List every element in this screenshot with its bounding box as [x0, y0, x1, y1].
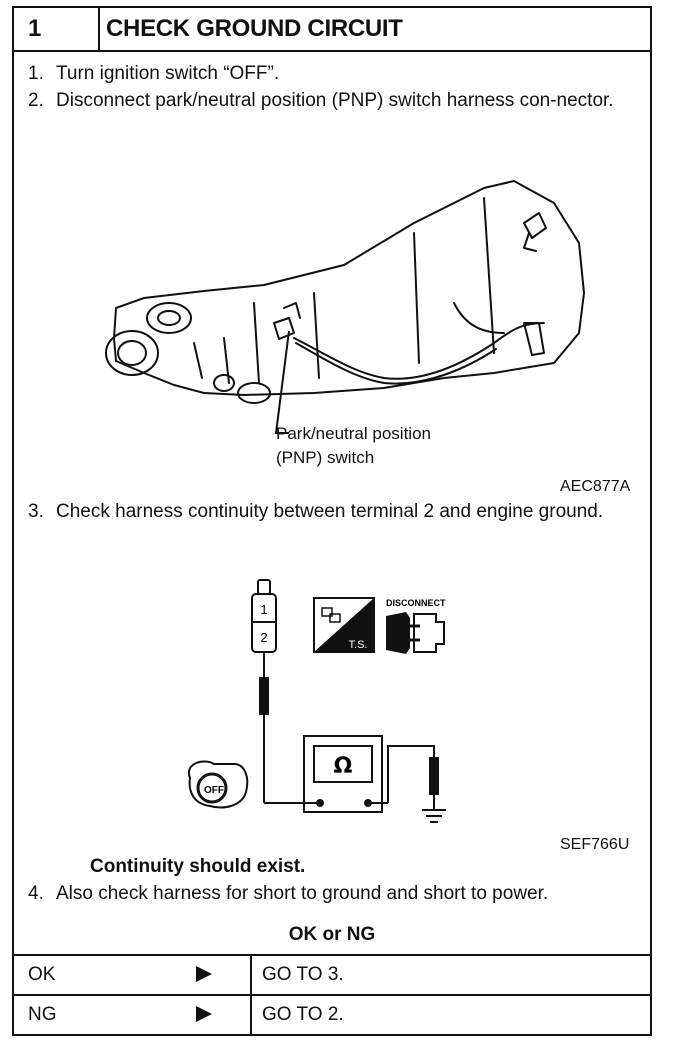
result-ng-key: NG [28, 1004, 57, 1025]
ignition-key-icon [187, 760, 249, 809]
arrow-right-icon [196, 966, 212, 982]
ts-label: T.S. [349, 639, 368, 651]
step-title: CHECK GROUND CIRCUIT [106, 15, 403, 42]
step-2-number: 2. [28, 90, 44, 111]
terminal-2-label: 2 [260, 630, 267, 645]
ohm-symbol: Ω [334, 754, 353, 779]
result-ng-action: GO TO 2. [262, 1004, 344, 1025]
result-row-ng: NG GO TO 2. [14, 994, 650, 1034]
column-divider [250, 956, 252, 994]
step-header: 1 CHECK GROUND CIRCUIT [14, 8, 650, 52]
disconnect-icon [386, 612, 445, 654]
results-header: OK or NG [288, 924, 376, 945]
result-ok-key: OK [28, 964, 56, 985]
ground-icon [422, 809, 446, 823]
step-1-text: Turn ignition switch “OFF”. [56, 63, 280, 84]
step-4-number: 4. [28, 883, 44, 904]
step-2-text: Disconnect park/neutral position (PNP) s… [56, 90, 614, 111]
step-1-number: 1. [28, 63, 44, 84]
disconnect-label: DISCONNECT [386, 598, 446, 608]
step-2: 2. Disconnect park/neutral position (PNP… [28, 87, 638, 114]
figure1-code: AEC877A [560, 478, 631, 495]
arrow-right-icon [196, 1006, 212, 1022]
step-3-number: 3. [28, 501, 44, 522]
procedure-frame: 1 CHECK GROUND CIRCUIT 1. Turn ignition … [12, 6, 652, 1036]
transmission-illustration [105, 180, 585, 434]
terminal-1-label: 1 [260, 602, 267, 617]
pnp-callout-line1: Park/neutral position [276, 424, 431, 443]
column-divider [250, 996, 252, 1034]
result-ok-action: GO TO 3. [262, 964, 344, 985]
continuity-test-diagram: 1 2 T.S. DISCONNECT Ω OFF [187, 579, 446, 823]
step-1: 1. Turn ignition switch “OFF”. [28, 60, 638, 87]
step-4-text: Also check harness for short to ground a… [56, 883, 549, 904]
ohmmeter-icon [303, 735, 383, 813]
step-4: 4. Also check harness for short to groun… [28, 880, 638, 907]
step-number: 1 [14, 8, 100, 50]
key-off-label: OFF [204, 785, 224, 796]
step-3: 3. Check harness continuity between term… [28, 498, 638, 525]
step-3-text: Check harness continuity between termina… [56, 501, 604, 522]
result-row-ok: OK GO TO 3. [14, 954, 650, 994]
ts-icon [313, 597, 375, 653]
figure2-code: SEF766U [560, 836, 630, 853]
specification: Continuity should exist. [90, 856, 306, 877]
pnp-callout-line2: (PNP) switch [276, 448, 375, 467]
